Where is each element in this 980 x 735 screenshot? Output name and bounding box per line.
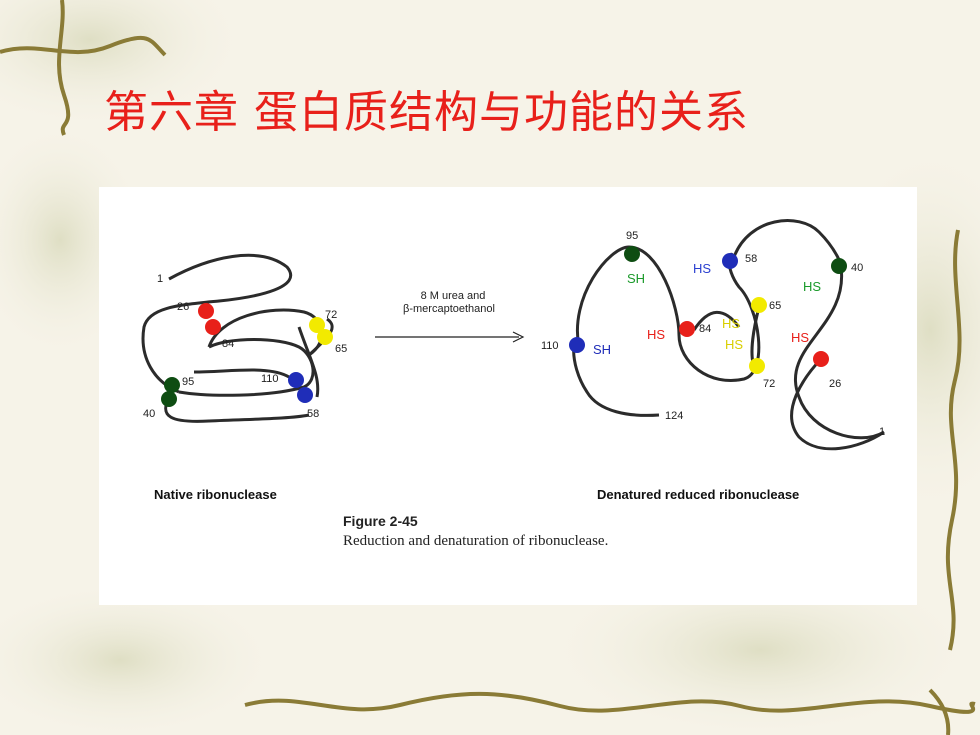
denat-cys-26: [813, 351, 829, 367]
native-num-95: 95: [182, 376, 194, 388]
native-num-40: 40: [143, 408, 155, 420]
group-hs-72: HS: [725, 337, 743, 352]
arrow-head: [512, 331, 525, 343]
group-hs-26: HS: [791, 330, 809, 345]
denat-cys-72: [749, 358, 765, 374]
denat-cys-58: [722, 253, 738, 269]
native-num-110: 110: [261, 373, 279, 385]
arrow-label-line1: 8 M urea and: [421, 290, 486, 302]
denatured-label: Denatured reduced ribonuclease: [597, 487, 800, 502]
native-cys-26: [198, 303, 214, 319]
group-sh-110: SH: [593, 342, 611, 357]
ribonuclease-diagram: 1 26 84 72 65 95 110 40 58 8 M urea and …: [141, 219, 885, 451]
ribonuclease-figure: 1 26 84 72 65 95 110 40 58 8 M urea and …: [99, 187, 917, 605]
native-cys-84: [205, 319, 221, 335]
native-num-58: 58: [307, 408, 319, 420]
figure-number: Figure 2-45: [343, 513, 418, 529]
denat-num-110: 110: [541, 340, 559, 352]
native-label: Native ribonuclease: [154, 487, 277, 502]
group-hs-65: HS: [722, 316, 740, 331]
native-cys-110: [288, 372, 304, 388]
denat-num-26: 26: [829, 378, 841, 390]
denat-cys-95: [624, 246, 640, 262]
native-cys-65: [317, 329, 333, 345]
native-num-65: 65: [335, 343, 347, 355]
group-sh-95: SH: [627, 271, 645, 286]
denat-num-84: 84: [699, 323, 711, 335]
native-cys-72: [309, 317, 325, 333]
denat-cys-110: [569, 337, 585, 353]
native-num-26: 26: [177, 301, 189, 313]
native-num-1: 1: [157, 273, 163, 285]
arrow-label-line2: β-mercaptoethanol: [403, 303, 495, 315]
denat-num-72: 72: [763, 378, 775, 390]
native-cys-58: [297, 387, 313, 403]
slide-title: 第六章 蛋白质结构与功能的关系: [104, 87, 749, 138]
denat-num-95: 95: [626, 230, 638, 242]
denat-num-65: 65: [769, 300, 781, 312]
native-num-84: 84: [222, 338, 234, 350]
figure-caption: Reduction and denaturation of ribonuclea…: [343, 533, 609, 549]
native-cys-95: [164, 377, 180, 393]
denat-num-1: 1: [879, 426, 885, 438]
denat-cys-40: [831, 258, 847, 274]
denat-num-40: 40: [851, 262, 863, 274]
denat-num-124: 124: [665, 410, 683, 422]
native-cys-40: [161, 391, 177, 407]
group-hs-84: HS: [647, 327, 665, 342]
denat-cys-84: [679, 321, 695, 337]
denat-num-58: 58: [745, 253, 757, 265]
group-hs-58: HS: [693, 261, 711, 276]
denat-cys-65: [751, 297, 767, 313]
group-hs-40: HS: [803, 279, 821, 294]
native-num-72: 72: [325, 309, 337, 321]
